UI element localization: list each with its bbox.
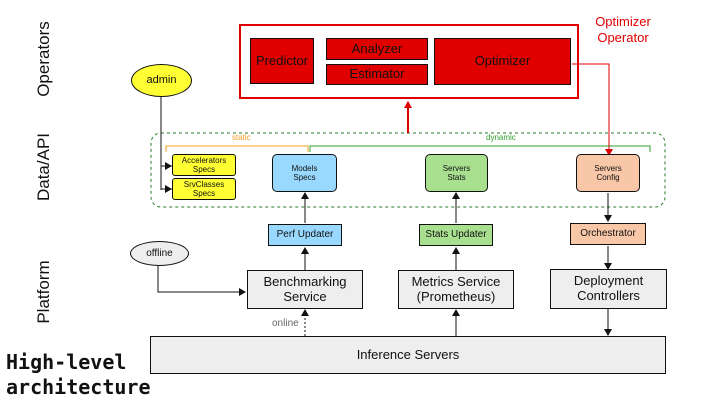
admin-connector [160,94,172,190]
optimizer-box: Optimizer [434,38,571,85]
orchestrator-box: Orchestrator [570,223,646,245]
metrics-service-box: Metrics Service(Prometheus) [398,270,514,309]
inference-servers-box: Inference Servers [150,336,666,374]
online-label: online [272,318,299,329]
dynamic-bracket [309,145,651,152]
estimator-box: Estimator [326,64,428,85]
optimizer-operator-label: Optimizer Operator [595,14,651,45]
optimizer-to-config-arrow [572,63,613,156]
predictor-box: Predictor [250,38,314,84]
perf-updater-box: Perf Updater [268,224,342,246]
analyzer-box: Analyzer [326,38,428,60]
stats-updater-box: Stats Updater [419,224,493,246]
dynamic-label: dynamic [486,133,516,142]
static-label: static [232,133,251,142]
admin-oval: admin [131,64,192,97]
static-bracket [165,145,309,152]
offline-oval: offline [130,241,189,266]
optimizer-operator-frame [239,24,579,99]
high-level-architecture-title: High-level architecture [6,350,151,399]
